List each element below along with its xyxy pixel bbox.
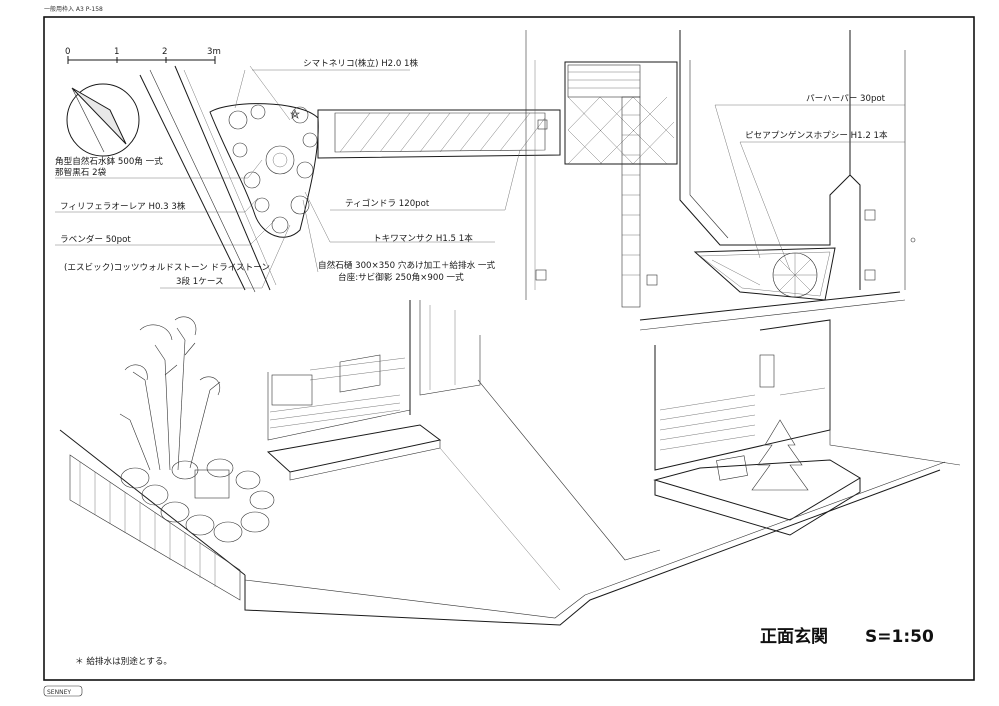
label-lavender: ラベンダー 50pot — [60, 233, 131, 245]
fence — [69, 454, 241, 601]
footer-note: ＊ 給排水は別途とする。 — [75, 655, 172, 667]
label-nachi-stone: 那智黒石 2袋 — [55, 166, 107, 178]
drawing-scale: S=1:50 — [865, 627, 934, 647]
scale-tick-3: 3m — [207, 47, 221, 57]
catalog-ref: 一般用枠入 A3 P-158 — [44, 5, 103, 13]
stone-cluster-plan — [209, 103, 319, 238]
brand-label: SENNEY — [47, 689, 71, 696]
label-cotswold-qty: 3段 1ケース — [176, 275, 224, 287]
right-building-plan — [639, 30, 916, 331]
plan-labels: シマトネリコ(株立) H2.0 1株 角型自然石水鉢 500角 一式 那智黒石 … — [55, 57, 888, 287]
brand-logo: SENNEY — [43, 685, 83, 697]
perspective-sketch — [59, 300, 961, 626]
scale-tick-1: 1 — [114, 47, 119, 57]
label-filifera: フィリフェラオーレア H0.3 3株 — [60, 200, 186, 212]
label-cotswold: (エスビック)コッツウォルドストーン ドライストーン — [64, 262, 270, 273]
label-stone-basin: 角型自然石水鉢 500角 一式 — [55, 155, 163, 167]
label-tokiwamansaku: トキワマンサク H1.5 1本 — [373, 232, 473, 244]
entrance-porch-plan — [525, 30, 678, 308]
north-arrow-icon — [66, 83, 140, 157]
site-plan — [139, 30, 916, 331]
label-shimatoneriko: シマトネリコ(株立) H2.0 1株 — [303, 57, 419, 69]
scale-tick-0: 0 — [65, 47, 70, 57]
stone-mound — [120, 458, 275, 543]
scale-bar: 0 1 2 3m — [65, 47, 221, 64]
scale-tick-2: 2 — [162, 47, 167, 57]
shimatoneriko-tree-icon — [119, 316, 221, 471]
leader-lines — [55, 69, 905, 289]
picea-tree-icon — [751, 419, 809, 491]
drawing-title: 正面玄関 — [760, 626, 828, 647]
label-tigondora: ティゴンドラ 120pot — [345, 197, 430, 209]
label-stone-gutter: 自然石樋 300×350 穴あけ加工＋給排水 一式 — [318, 259, 496, 271]
label-picea: ピセアプンゲンスホプシー H1.2 1本 — [745, 129, 888, 141]
label-pedestal: 台座:サビ御影 250角×900 一式 — [338, 271, 464, 283]
drawing-border — [43, 16, 975, 681]
label-perhaper: パーハーパー 30pot — [806, 93, 886, 104]
